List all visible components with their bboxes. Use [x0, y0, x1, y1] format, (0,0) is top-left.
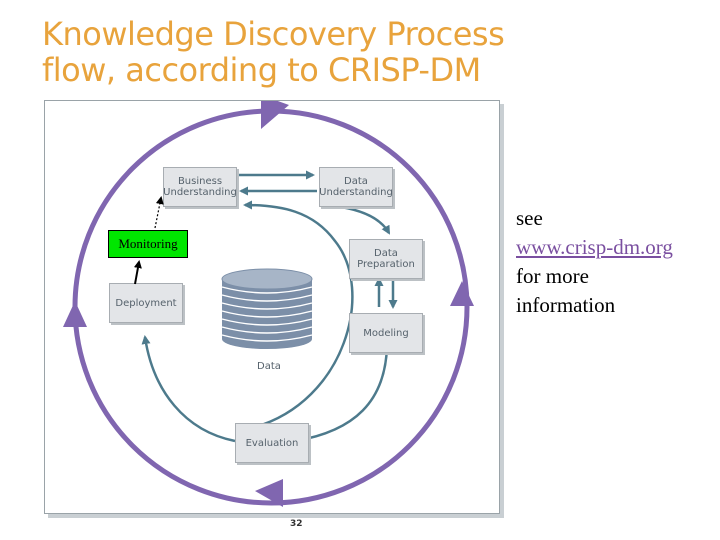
- phase-business-understanding: Business Understanding: [163, 167, 237, 207]
- side-note: see www.crisp-dm.org for more informatio…: [516, 204, 673, 320]
- arrow-eval-to-deploy: [141, 335, 236, 443]
- phase-deployment: Deployment: [109, 283, 183, 323]
- data-label: Data: [257, 361, 281, 372]
- side-note-line-4: information: [516, 293, 616, 317]
- side-note-line-3: for more: [516, 264, 589, 288]
- arrow-eval-to-bu: [243, 200, 354, 429]
- diagram-graphics: [63, 101, 474, 507]
- cycle-arrow-top: [261, 101, 289, 129]
- cycle-arrow-bottom: [255, 479, 283, 507]
- crisp-dm-diagram: Business Understanding Data Understandin…: [44, 100, 500, 514]
- phase-modeling: Modeling: [349, 313, 423, 353]
- arrow-model-to-eval: [293, 346, 389, 445]
- arrow-du-to-prep: [340, 205, 391, 235]
- database-icon: [221, 268, 313, 349]
- phase-data-preparation: Data Preparation: [349, 239, 423, 279]
- crisp-dm-link[interactable]: www.crisp-dm.org: [516, 235, 673, 259]
- cycle-arrow-left: [63, 301, 87, 327]
- phase-data-understanding: Data Understanding: [319, 167, 393, 207]
- slide-title: Knowledge Discovery Process flow, accord…: [42, 15, 505, 89]
- cycle-arrow-right: [450, 281, 474, 306]
- page-number: 32: [290, 519, 303, 529]
- monitoring-box: Monitoring: [108, 230, 188, 258]
- phase-evaluation: Evaluation: [235, 423, 309, 463]
- side-note-line-1: see: [516, 206, 543, 230]
